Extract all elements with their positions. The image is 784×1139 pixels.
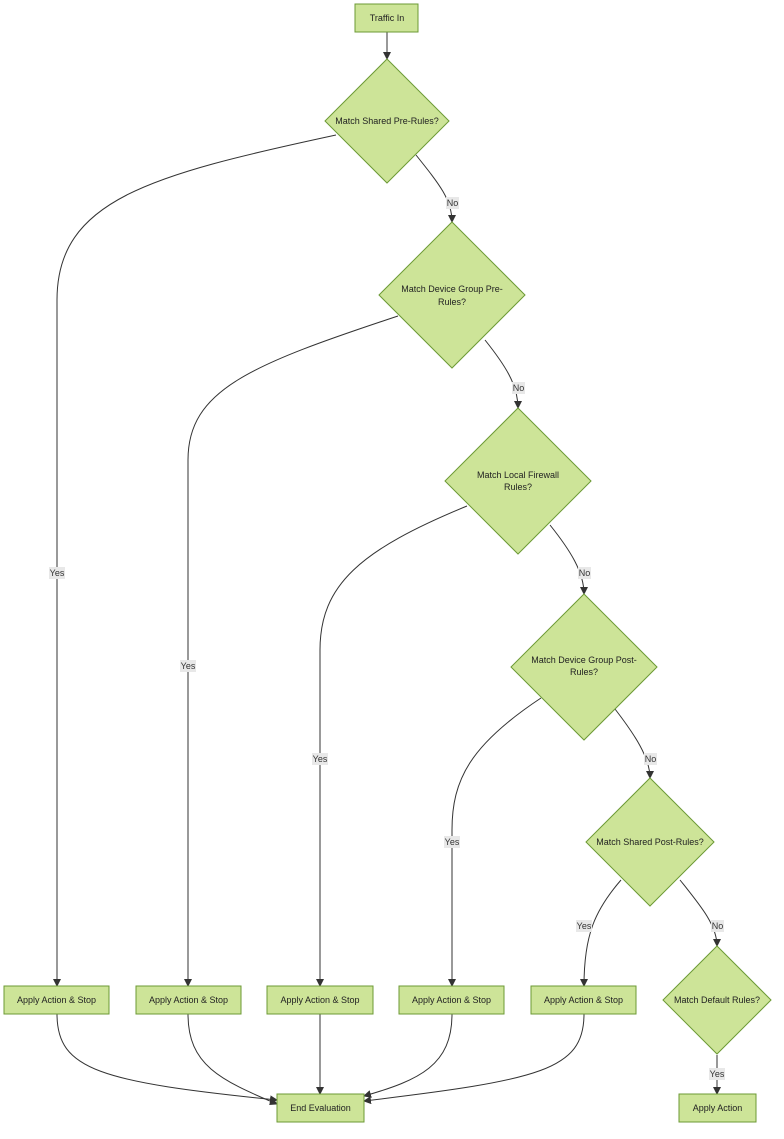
svg-text:Match Device Group Pre-: Match Device Group Pre- — [401, 284, 503, 294]
edge-a5-end — [363, 1013, 585, 1105]
label-d1-no: No — [446, 197, 459, 209]
svg-text:Rules?: Rules? — [570, 667, 598, 677]
node-end-evaluation[interactable]: End Evaluation — [276, 1093, 365, 1123]
svg-text:No: No — [447, 198, 459, 208]
label-d2-no: No — [512, 382, 525, 394]
svg-text:No: No — [645, 754, 657, 764]
label-d3-yes: Yes — [312, 753, 328, 765]
edge-d3-no — [549, 524, 588, 595]
decision-shared-pre-rules[interactable]: Match Shared Pre-Rules? — [324, 58, 450, 184]
label-d4-yes: Yes — [444, 836, 460, 848]
svg-text:Match Device Group Post-: Match Device Group Post- — [531, 655, 637, 665]
edge-d5-yes — [580, 879, 622, 987]
label-d2-yes: Yes — [180, 660, 196, 672]
edge-a2-end — [187, 1013, 278, 1105]
label-d3-no: No — [578, 567, 591, 579]
svg-text:Traffic In: Traffic In — [370, 13, 405, 23]
edge-d4-no — [614, 708, 654, 779]
svg-text:Match Shared Post-Rules?: Match Shared Post-Rules? — [596, 837, 704, 847]
svg-text:Rules?: Rules? — [438, 297, 466, 307]
svg-text:Match Shared Pre-Rules?: Match Shared Pre-Rules? — [335, 116, 439, 126]
label-d4-no: No — [644, 753, 657, 765]
svg-text:Yes: Yes — [445, 837, 460, 847]
decision-local-firewall-rules[interactable]: Match Local Firewall Rules? — [444, 407, 592, 555]
node-traffic-in[interactable]: Traffic In — [354, 3, 419, 33]
nodes: Traffic In Match Shared Pre-Rules? Match… — [3, 3, 772, 1123]
edge-d1-no — [415, 154, 456, 223]
svg-text:Yes: Yes — [181, 661, 196, 671]
edge-d4-yes — [448, 697, 542, 987]
svg-text:Apply Action & Stop: Apply Action & Stop — [280, 995, 359, 1005]
svg-text:Yes: Yes — [710, 1069, 725, 1079]
label-d6-yes: Yes — [709, 1068, 725, 1080]
edge-d3-yes — [316, 505, 468, 987]
action-apply-stop-1[interactable]: Apply Action & Stop — [3, 985, 110, 1015]
action-apply-stop-2[interactable]: Apply Action & Stop — [135, 985, 242, 1015]
edges — [53, 32, 721, 1105]
svg-text:Match Default Rules?: Match Default Rules? — [674, 995, 760, 1005]
edge-d2-yes — [184, 315, 399, 987]
svg-text:No: No — [579, 568, 591, 578]
svg-text:No: No — [712, 921, 724, 931]
decision-device-group-pre-rules[interactable]: Match Device Group Pre- Rules? — [378, 221, 526, 369]
action-apply-stop-5[interactable]: Apply Action & Stop — [530, 985, 637, 1015]
edge-labels: No Yes No Yes No Yes No Yes Yes No Yes — [49, 197, 725, 1080]
decision-shared-post-rules[interactable]: Match Shared Post-Rules? — [585, 777, 715, 907]
svg-text:Yes: Yes — [50, 568, 65, 578]
label-d1-yes: Yes — [49, 567, 65, 579]
edge-d2-no — [484, 339, 522, 409]
decision-default-rules[interactable]: Match Default Rules? — [662, 945, 772, 1055]
svg-text:Yes: Yes — [313, 754, 328, 764]
edge-d5-no — [679, 879, 721, 947]
svg-text:Apply Action & Stop: Apply Action & Stop — [412, 995, 491, 1005]
svg-text:Apply Action & Stop: Apply Action & Stop — [149, 995, 228, 1005]
svg-text:Match Local Firewall: Match Local Firewall — [477, 470, 559, 480]
edge-a4-end — [363, 1013, 453, 1098]
svg-text:Apply Action & Stop: Apply Action & Stop — [544, 995, 623, 1005]
node-apply-action[interactable]: Apply Action — [678, 1093, 757, 1123]
svg-text:Apply Action & Stop: Apply Action & Stop — [17, 995, 96, 1005]
svg-text:Rules?: Rules? — [504, 482, 532, 492]
edge-d1-yes — [53, 134, 337, 987]
decision-device-group-post-rules[interactable]: Match Device Group Post- Rules? — [510, 593, 658, 741]
edge-a1-end — [56, 1013, 278, 1104]
label-d5-yes: Yes — [576, 920, 592, 932]
svg-text:Yes: Yes — [577, 921, 592, 931]
action-apply-stop-3[interactable]: Apply Action & Stop — [266, 985, 374, 1015]
svg-text:End Evaluation: End Evaluation — [290, 1103, 351, 1113]
svg-text:No: No — [513, 383, 525, 393]
action-apply-stop-4[interactable]: Apply Action & Stop — [398, 985, 505, 1015]
label-d5-no: No — [711, 920, 724, 932]
svg-text:Apply Action: Apply Action — [693, 1103, 743, 1113]
